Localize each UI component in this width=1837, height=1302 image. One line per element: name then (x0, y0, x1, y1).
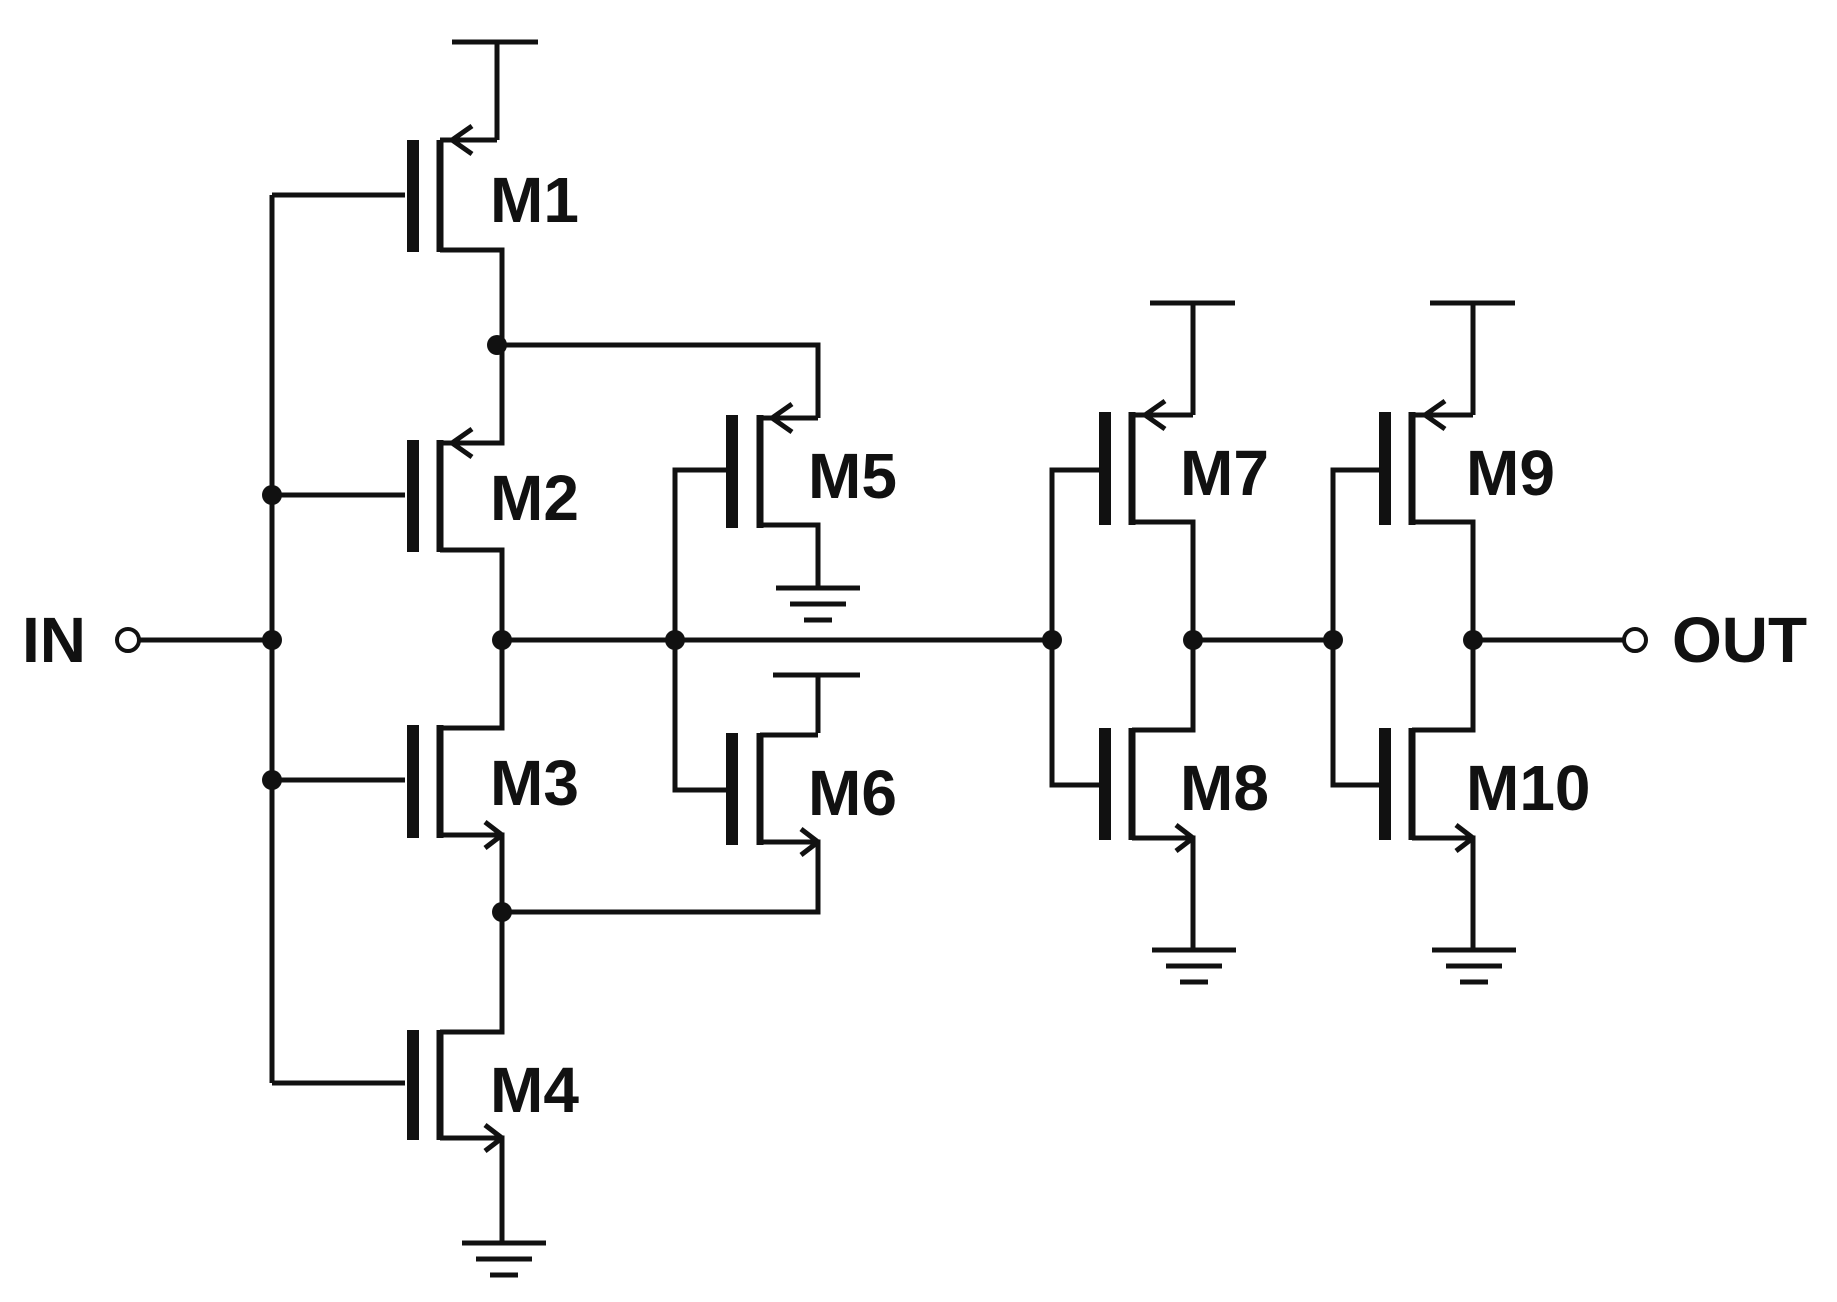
transistor-M6: M6 (502, 640, 897, 915)
transistor-M3: M3 (407, 640, 579, 912)
label-M5: M5 (808, 440, 897, 512)
transistor-M7: M7 (1049, 300, 1269, 640)
transistor-M5: M5 (497, 342, 897, 640)
transistor-M1: M1 (407, 39, 579, 345)
transistor-M9: M9 (1330, 300, 1555, 640)
label-M3: M3 (490, 747, 579, 819)
label-M1: M1 (490, 164, 579, 236)
label-M10: M10 (1466, 752, 1591, 824)
transistor-M2: M2 (407, 345, 579, 640)
label-M4: M4 (490, 1054, 579, 1126)
output-label: OUT (1672, 604, 1807, 676)
transistor-M10: M10 (1330, 640, 1591, 985)
transistor-M4: M4 (407, 912, 579, 1278)
output-terminal (1622, 627, 1648, 653)
junction-dots (262, 335, 1483, 922)
label-M8: M8 (1180, 752, 1269, 824)
input-label: IN (22, 604, 86, 676)
label-M6: M6 (808, 757, 897, 829)
input-terminal (115, 627, 141, 653)
label-M9: M9 (1466, 437, 1555, 509)
transistor-M8: M8 (1049, 640, 1269, 985)
label-M2: M2 (490, 462, 579, 534)
label-M7: M7 (1180, 437, 1269, 509)
